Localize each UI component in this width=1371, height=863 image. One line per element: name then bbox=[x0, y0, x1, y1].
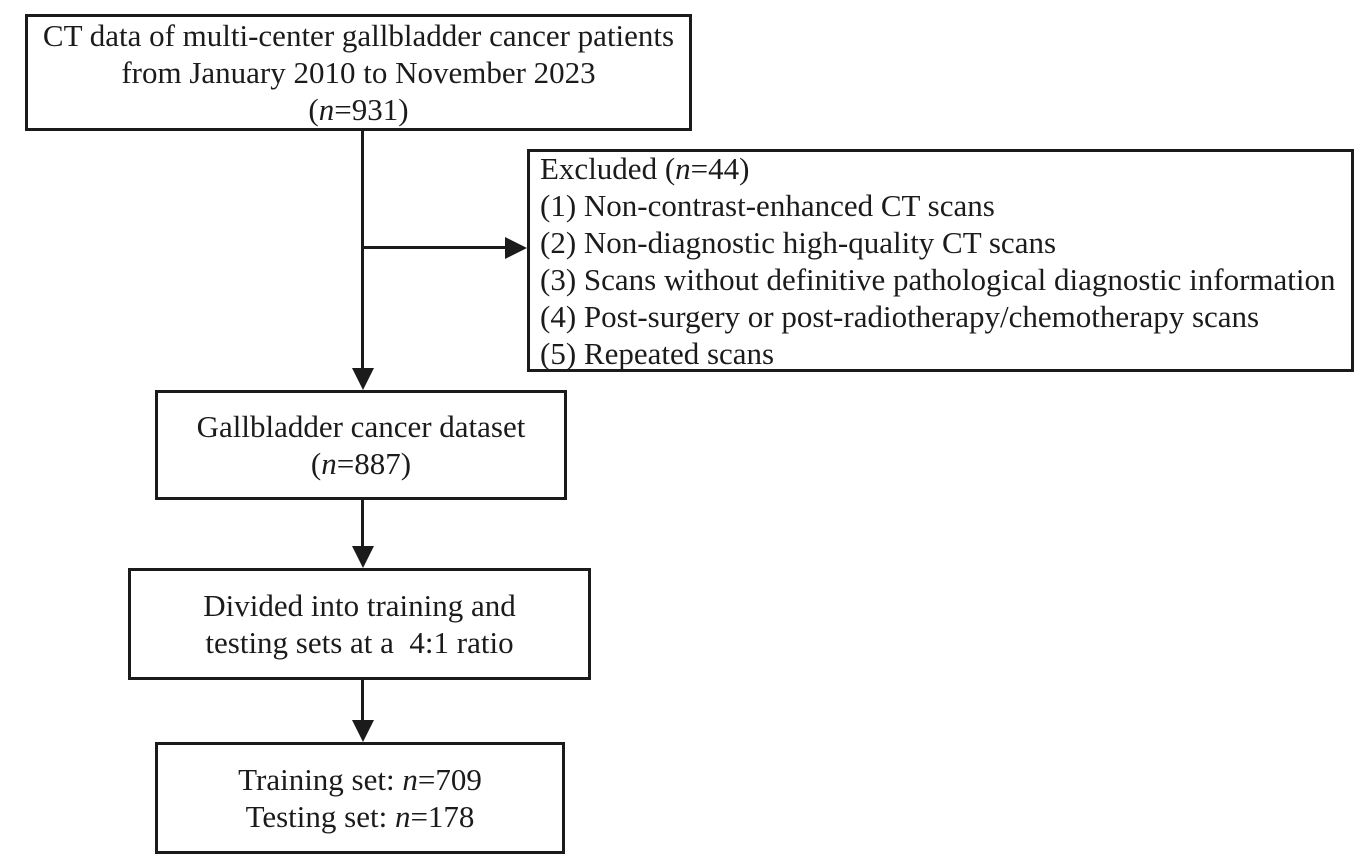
source-line-2: from January 2010 to November 2023 bbox=[121, 55, 596, 90]
split-line-2: testing sets at a 4:1 ratio bbox=[205, 625, 514, 660]
dataset-line-1: Gallbladder cancer dataset bbox=[196, 409, 526, 444]
dataset-count-pre: ( bbox=[310, 446, 322, 481]
arrow-source-to-dataset-head bbox=[352, 368, 374, 390]
dataset-count: (n=887) bbox=[311, 445, 411, 482]
source-data-box: CT data of multi-center gallbladder canc… bbox=[25, 14, 692, 131]
excluded-header-post: =44) bbox=[690, 150, 750, 186]
arrow-split-to-sets-head bbox=[352, 720, 374, 742]
source-count-pre: ( bbox=[308, 92, 319, 127]
arrow-split-to-sets-line bbox=[361, 680, 364, 723]
excluded-header-pre: Excluded ( bbox=[540, 150, 676, 186]
excluded-item-1: (1) Non-contrast-enhanced CT scans bbox=[540, 187, 995, 223]
excluded-item-3: (3) Scans without definitive pathologica… bbox=[540, 261, 1336, 297]
source-count-post: =931) bbox=[334, 92, 409, 127]
training-set-n: n bbox=[402, 762, 418, 797]
testing-set-line: Testing set: n=178 bbox=[246, 798, 475, 835]
arrow-source-to-dataset-line bbox=[361, 131, 364, 371]
arrow-branch-to-excluded-head bbox=[505, 237, 527, 259]
source-line-1: CT data of multi-center gallbladder canc… bbox=[42, 18, 675, 53]
split-box: Divided into training and testing sets a… bbox=[128, 568, 591, 680]
testing-set-post: =178 bbox=[410, 799, 475, 834]
source-count-n: n bbox=[318, 92, 335, 127]
arrow-branch-to-excluded-line bbox=[361, 246, 507, 249]
arrow-dataset-to-split-head bbox=[352, 546, 374, 568]
testing-set-n: n bbox=[394, 799, 411, 834]
excluded-item-5: (5) Repeated scans bbox=[540, 335, 775, 371]
training-set-line: Training set: n=709 bbox=[238, 761, 482, 798]
dataset-box: Gallbladder cancer dataset (n=887) bbox=[155, 390, 567, 500]
split-line-1: Divided into training and bbox=[203, 588, 516, 623]
training-set-pre: Training set: bbox=[238, 762, 403, 797]
excluded-item-4: (4) Post-surgery or post-radiotherapy/ch… bbox=[540, 298, 1260, 334]
excluded-header-n: n bbox=[675, 150, 691, 186]
arrow-dataset-to-split-line bbox=[361, 500, 364, 549]
excluded-item-2: (2) Non-diagnostic high-quality CT scans bbox=[540, 224, 1057, 260]
dataset-count-n: n bbox=[321, 446, 337, 481]
dataset-count-post: =887) bbox=[336, 446, 412, 481]
excluded-box: Excluded (n=44) (1) Non-contrast-enhance… bbox=[527, 149, 1354, 372]
sets-box: Training set: n=709 Testing set: n=178 bbox=[155, 742, 565, 854]
testing-set-pre: Testing set: bbox=[245, 799, 395, 834]
source-count: (n=931) bbox=[308, 91, 408, 128]
excluded-header: Excluded (n=44) bbox=[540, 150, 749, 187]
training-set-post: =709 bbox=[417, 762, 482, 797]
